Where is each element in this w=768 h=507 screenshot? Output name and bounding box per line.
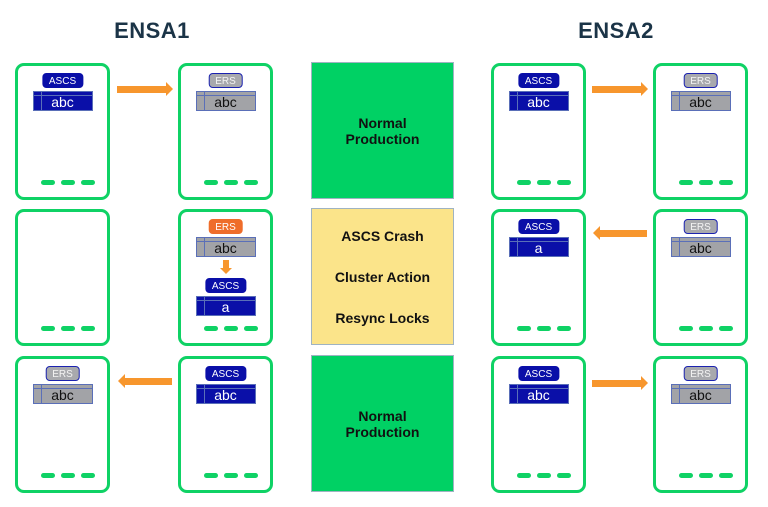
ers-badge-failover: ERS (208, 219, 243, 234)
lock-table: a (195, 296, 256, 316)
status-panel-failover: ASCS Crash Cluster Action Resync Locks (311, 208, 454, 345)
server-indicator-dots (41, 180, 95, 185)
ascs-badge: ASCS (517, 73, 560, 88)
server-indicator-dots (679, 180, 733, 185)
lock-table: abc (32, 384, 93, 404)
ers-badge: ERS (208, 73, 243, 88)
server-indicator-dots (517, 180, 571, 185)
lock-table: abc (670, 237, 731, 257)
lock-transfer-arrow-down (219, 260, 232, 274)
server-indicator-dots (517, 473, 571, 478)
ensa1-title: ENSA1 (114, 18, 190, 43)
ensa2-row3-server-right: ERS abc (653, 356, 748, 493)
panel-line: ASCS Crash (341, 227, 424, 244)
panel-line: Production (345, 423, 420, 440)
status-panel-normal-production-2: Normal Production (311, 355, 454, 492)
lock-table: a (508, 237, 569, 257)
server-indicator-dots (41, 473, 95, 478)
panel-line: Cluster Action (334, 268, 431, 285)
ensa1-row1-server-right: ERS abc (178, 63, 273, 200)
ensa2-row2-server-left: ASCS a (491, 209, 586, 346)
server-indicator-dots (679, 473, 733, 478)
lock-table: abc (32, 91, 93, 111)
lock-table: abc (508, 384, 569, 404)
server-indicator-dots (204, 180, 258, 185)
ensa1-row1-server-left: ASCS abc (15, 63, 110, 200)
ensa1-row3-server-right: ASCS abc (178, 356, 273, 493)
ascs-badge: ASCS (204, 278, 247, 293)
ascs-badge: ASCS (41, 73, 84, 88)
lock-table: abc (508, 91, 569, 111)
server-indicator-dots (204, 326, 258, 331)
ensa2-row2-server-right: ERS abc (653, 209, 748, 346)
replication-arrow-right (592, 82, 648, 96)
replication-arrow-left (118, 374, 172, 388)
ascs-badge: ASCS (517, 219, 560, 234)
server-indicator-dots (517, 326, 571, 331)
replication-arrow-left (593, 226, 647, 240)
ensa2-title: ENSA2 (578, 18, 654, 43)
ensa2-row1-server-left: ASCS abc (491, 63, 586, 200)
server-indicator-dots (204, 473, 258, 478)
ers-badge: ERS (45, 366, 80, 381)
server-indicator-dots (41, 326, 95, 331)
replication-arrow-right (592, 376, 648, 390)
ensa1-row2-server-left-empty (15, 209, 110, 346)
lock-table: abc (195, 384, 256, 404)
panel-line: Resync Locks (335, 309, 430, 326)
ers-badge: ERS (683, 219, 718, 234)
replication-arrow-right (117, 82, 173, 96)
lock-table: abc (195, 91, 256, 111)
panel-line: Normal (358, 407, 407, 424)
ensa2-row1-server-right: ERS abc (653, 63, 748, 200)
ers-badge: ERS (683, 73, 718, 88)
ers-badge: ERS (683, 366, 718, 381)
ascs-badge: ASCS (517, 366, 560, 381)
ensa1-row2-server-right: ERS abc ASCS a (178, 209, 273, 346)
panel-line: Production (345, 130, 420, 147)
status-panel-normal-production-1: Normal Production (311, 62, 454, 199)
ascs-badge: ASCS (204, 366, 247, 381)
lock-table: abc (670, 91, 731, 111)
ensa2-row3-server-left: ASCS abc (491, 356, 586, 493)
server-indicator-dots (679, 326, 733, 331)
lock-table: abc (195, 237, 256, 257)
ensa1-row3-server-left: ERS abc (15, 356, 110, 493)
panel-line: Normal (358, 114, 407, 131)
lock-table: abc (670, 384, 731, 404)
